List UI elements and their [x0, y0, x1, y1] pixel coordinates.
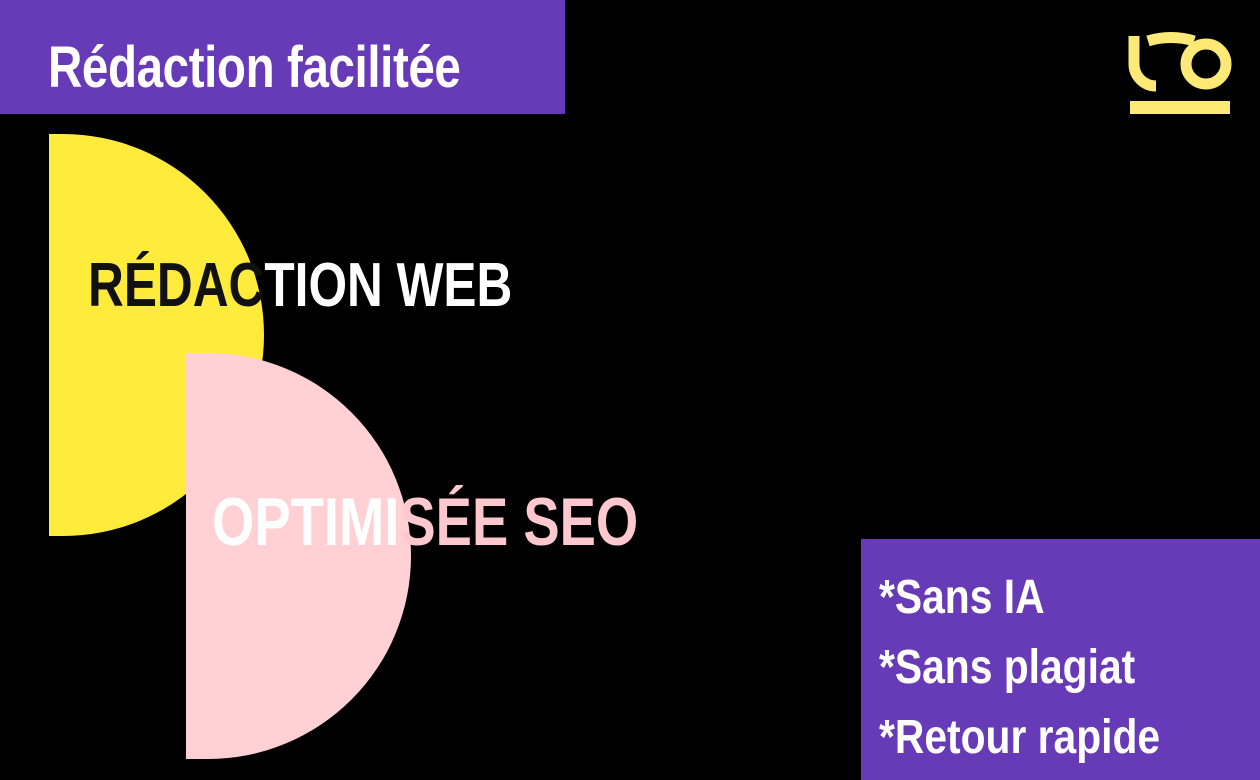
features-list: *Sans IA *Sans plagiat *Retour rapide — [861, 539, 1260, 773]
feature-item: *Sans IA — [879, 571, 1045, 624]
title-banner: Rédaction facilitée — [0, 0, 565, 114]
feature-item: *Sans plagiat — [879, 641, 1136, 694]
headline-line2-part2: SÉE SEO — [399, 484, 639, 560]
logo-mark-icon — [1128, 32, 1232, 114]
headline-line1-part1: RÉDAC — [88, 251, 265, 320]
headline-seo: OPTIMISÉE SEO — [212, 484, 638, 560]
headline-line1-part2: TION WEB — [264, 251, 513, 320]
headline-web-writing: RÉDACTION WEB — [88, 250, 512, 322]
features-box: *Sans IA *Sans plagiat *Retour rapide — [861, 539, 1260, 780]
headline-line2-part1: OPTIMI — [212, 484, 400, 560]
feature-item: *Retour rapide — [879, 711, 1161, 764]
page-title: Rédaction facilitée — [48, 35, 461, 100]
